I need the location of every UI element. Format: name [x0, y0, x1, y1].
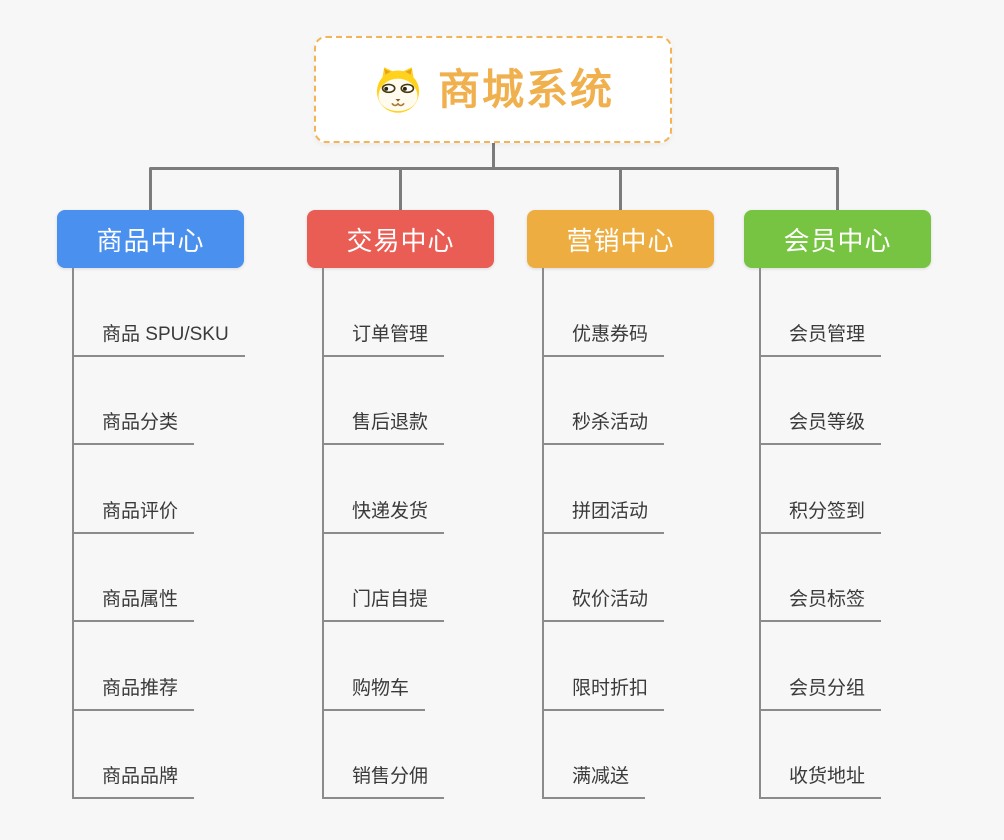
child-row: 商品属性	[74, 534, 245, 622]
root-title: 商城系统	[437, 65, 614, 113]
child-node[interactable]: 售后退款	[324, 412, 445, 445]
branch-1-children: 商品 SPU/SKU 商品分类商品评价商品属性商品推荐商品品牌	[72, 268, 245, 799]
child-row: 商品推荐	[74, 622, 245, 711]
child-node[interactable]: 会员分组	[761, 678, 882, 711]
child-node[interactable]: 购物车	[324, 678, 426, 711]
branch-header-2[interactable]: 交易中心	[307, 210, 494, 268]
branch-label: 会员中心	[783, 225, 892, 256]
root-node[interactable]: 商城系统	[314, 36, 672, 143]
branch-label: 交易中心	[346, 225, 455, 256]
child-node[interactable]: 快递发货	[324, 501, 445, 534]
child-node[interactable]: 销售分佣	[324, 766, 445, 799]
child-node[interactable]: 满减送	[544, 766, 646, 799]
branch-label: 营销中心	[566, 225, 675, 256]
child-row: 积分签到	[761, 445, 882, 534]
branch-header-1[interactable]: 商品中心	[57, 210, 244, 268]
child-row: 会员等级	[761, 357, 882, 445]
child-row: 商品评价	[74, 445, 245, 534]
branch-2-children: 订单管理售后退款快递发货门店自提购物车销售分佣	[322, 268, 445, 799]
branch-label: 商品中心	[96, 225, 205, 256]
child-node[interactable]: 商品 SPU/SKU	[74, 324, 245, 357]
child-row: 会员分组	[761, 622, 882, 711]
child-row: 售后退款	[324, 357, 445, 445]
child-row: 会员标签	[761, 534, 882, 622]
child-node[interactable]: 商品分类	[74, 412, 195, 445]
child-node[interactable]: 商品属性	[74, 589, 195, 622]
child-row: 会员管理	[761, 268, 882, 357]
child-node[interactable]: 会员标签	[761, 589, 882, 622]
child-node[interactable]: 商品品牌	[74, 766, 195, 799]
child-node[interactable]: 门店自提	[324, 589, 445, 622]
child-node[interactable]: 优惠券码	[544, 324, 665, 357]
child-row: 销售分佣	[324, 711, 445, 799]
child-row: 秒杀活动	[544, 357, 665, 445]
child-node[interactable]: 会员管理	[761, 324, 882, 357]
child-row: 商品 SPU/SKU	[74, 268, 245, 357]
child-row: 商品分类	[74, 357, 245, 445]
dog-face-icon	[372, 64, 424, 116]
child-node[interactable]: 秒杀活动	[544, 412, 665, 445]
child-row: 优惠券码	[544, 268, 665, 357]
child-row: 收货地址	[761, 711, 882, 799]
child-node[interactable]: 限时折扣	[544, 678, 665, 711]
child-node[interactable]: 商品评价	[74, 501, 195, 534]
child-row: 订单管理	[324, 268, 445, 357]
child-node[interactable]: 订单管理	[324, 324, 445, 357]
child-row: 限时折扣	[544, 622, 665, 711]
child-node[interactable]: 商品推荐	[74, 678, 195, 711]
child-node[interactable]: 收货地址	[761, 766, 882, 799]
child-node[interactable]: 拼团活动	[544, 501, 665, 534]
child-row: 购物车	[324, 622, 444, 711]
branch-header-4[interactable]: 会员中心	[744, 210, 931, 268]
child-node[interactable]: 会员等级	[761, 412, 882, 445]
child-node[interactable]: 砍价活动	[544, 589, 665, 622]
child-row: 满减送	[544, 711, 664, 799]
child-row: 商品品牌	[74, 711, 245, 799]
branch-header-3[interactable]: 营销中心	[527, 210, 714, 268]
child-row: 拼团活动	[544, 445, 665, 534]
branch-4-children: 会员管理会员等级积分签到会员标签会员分组收货地址	[759, 268, 882, 799]
child-row: 门店自提	[324, 534, 445, 622]
bus-line	[149, 167, 839, 211]
child-row: 快递发货	[324, 445, 445, 534]
child-node[interactable]: 积分签到	[761, 501, 882, 534]
branch-3-children: 优惠券码秒杀活动拼团活动砍价活动限时折扣满减送	[542, 268, 665, 799]
child-row: 砍价活动	[544, 534, 665, 622]
